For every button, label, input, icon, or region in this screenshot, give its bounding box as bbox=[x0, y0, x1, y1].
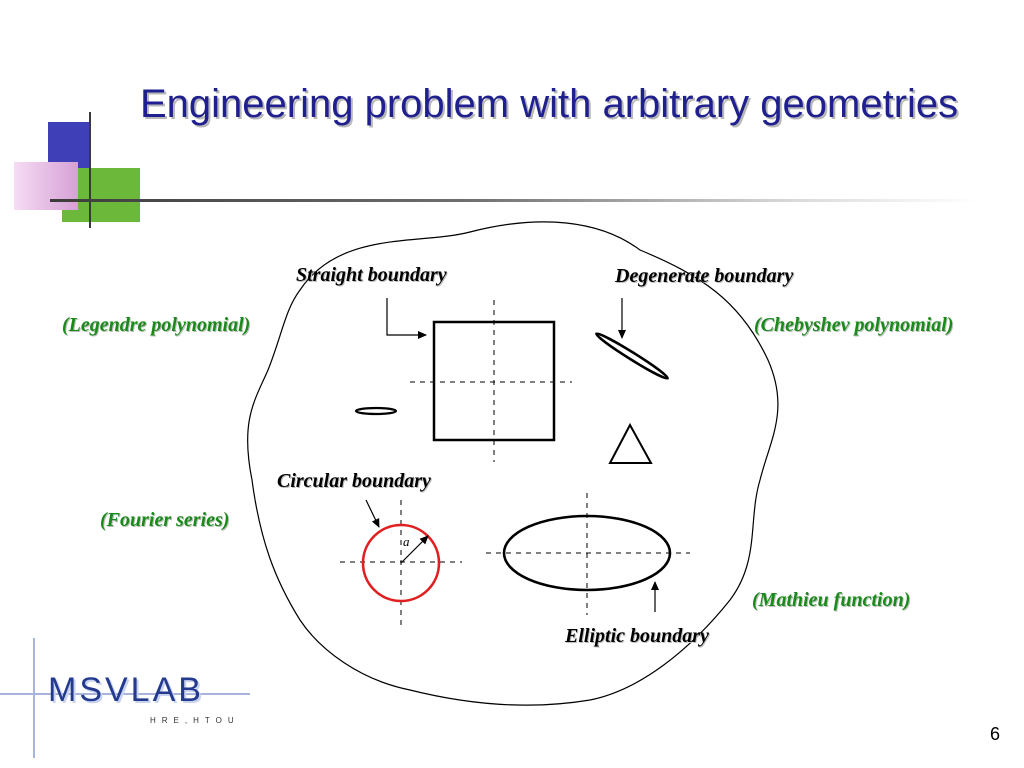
chebyshev-label: (Chebyshev polynomial) bbox=[754, 314, 954, 336]
circle-shape bbox=[361, 523, 441, 603]
fourier-label: (Fourier series) bbox=[100, 509, 230, 531]
circle-radius-arrow bbox=[400, 535, 429, 564]
domain-boundary bbox=[247, 221, 779, 706]
deco-pink-square bbox=[14, 162, 78, 210]
radius-label: a bbox=[403, 534, 410, 549]
triangle-shape bbox=[608, 422, 653, 464]
logo-subtext: HRE,HTOU bbox=[150, 716, 240, 725]
degenerate-boundary-label: Degenerate boundary bbox=[615, 265, 794, 287]
title-underline bbox=[50, 199, 980, 202]
degenerate-ellipse bbox=[595, 332, 669, 380]
page-number: 6 bbox=[989, 724, 1000, 744]
straight-boundary-arrow bbox=[386, 298, 427, 339]
small-ellipse-crack bbox=[354, 406, 398, 416]
msvlab-logo-text: MSVLAB bbox=[48, 671, 204, 709]
elliptic-boundary-label: Elliptic boundary bbox=[565, 625, 709, 647]
mathieu-label: (Mathieu function) bbox=[752, 589, 911, 611]
circular-boundary-arrow bbox=[365, 499, 380, 528]
straight-boundary-label: Straight boundary bbox=[296, 264, 447, 286]
ellipse-shape bbox=[502, 514, 672, 592]
legendre-label: (Legendre polynomial) bbox=[62, 314, 251, 336]
slide-title: Engineering problem with arbitrary geome… bbox=[140, 82, 959, 126]
square-shape bbox=[432, 320, 556, 442]
circular-boundary-label: Circular boundary bbox=[277, 470, 431, 492]
